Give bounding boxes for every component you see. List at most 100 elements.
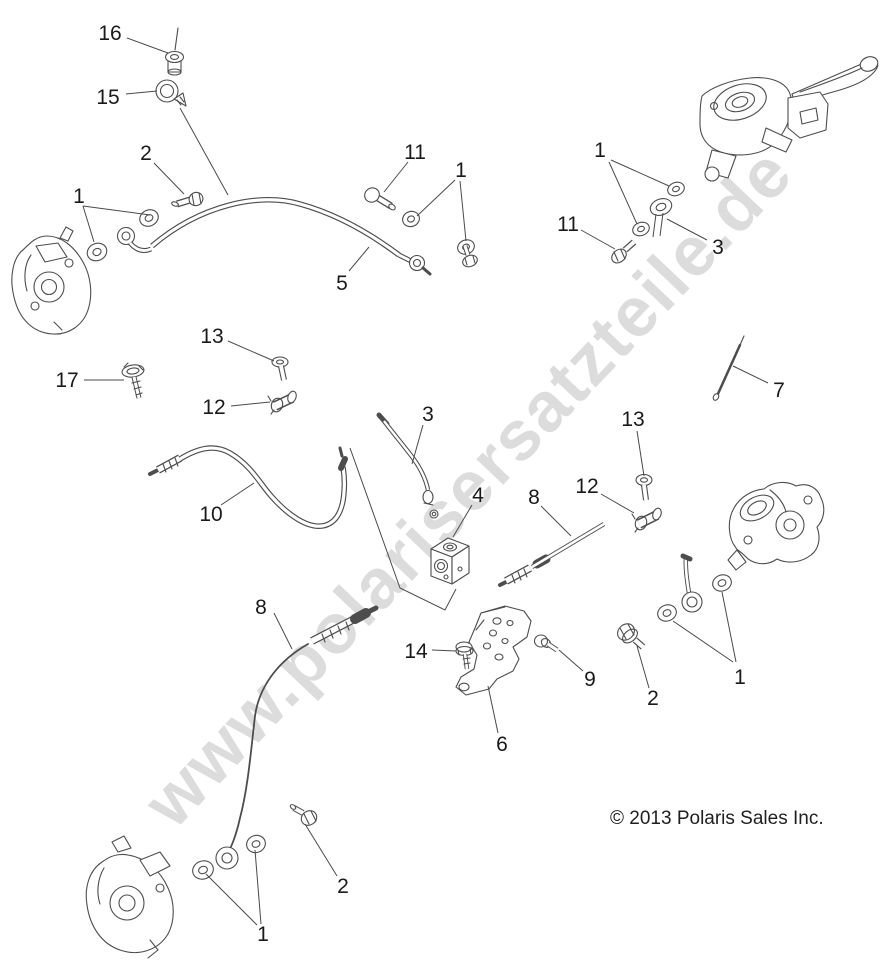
banjo-fitting-drawing [215, 846, 239, 870]
screw-13-drawing [635, 473, 653, 501]
leader-line-2 [153, 162, 185, 195]
leader-line-3 [411, 424, 424, 465]
callout-1: 1 [73, 185, 85, 208]
callout-1: 1 [455, 159, 467, 182]
mounting-bracket-6-drawing [455, 605, 532, 696]
leader-line-6 [487, 685, 499, 734]
leader-line-1 [610, 159, 670, 187]
callout-3: 3 [422, 403, 434, 426]
callout-1: 1 [594, 139, 606, 162]
callout-13: 13 [200, 325, 223, 348]
callout-1: 1 [257, 923, 269, 946]
callout-12: 12 [575, 475, 598, 498]
callout-11: 11 [557, 213, 579, 236]
callout-13: 13 [621, 408, 644, 431]
callout-14: 14 [404, 640, 428, 663]
bolt-14-drawing [455, 641, 474, 670]
callout-3: 3 [712, 236, 724, 259]
washer-drawing [657, 574, 732, 622]
copyright-text: © 2013 Polaris Sales Inc. [610, 808, 824, 829]
leader-line-16 [126, 37, 169, 54]
callout-1: 1 [734, 666, 746, 689]
leader-line-1 [608, 161, 638, 225]
callout-2: 2 [647, 687, 659, 710]
leader-line-1 [254, 849, 262, 925]
pin-7-drawing [712, 335, 745, 401]
leader-line-11 [580, 229, 616, 250]
leader-line-2 [636, 645, 650, 689]
washer-drawing [192, 834, 266, 880]
hose-clamp-15-drawing [155, 79, 187, 107]
banjo-fitting-drawing [680, 553, 703, 613]
leader-line-1 [459, 180, 467, 242]
callout-5: 5 [336, 272, 348, 295]
leader-line-9 [558, 649, 584, 672]
banjo-bolt-drawing [171, 191, 204, 208]
leader-line-14 [431, 649, 457, 652]
leader-line-1 [721, 591, 737, 663]
leader-line-5 [348, 246, 370, 272]
callout-17: 17 [55, 369, 78, 392]
callout-16: 16 [98, 22, 121, 45]
leader-line-1 [205, 873, 258, 926]
brake-line-5-drawing [116, 196, 432, 276]
leader-line-11 [383, 161, 409, 193]
callout-12: 12 [202, 396, 225, 419]
leader-line-3 [666, 218, 708, 241]
leader-line-8 [273, 612, 293, 650]
screw-13-drawing [271, 356, 289, 381]
leader-line-extra [349, 447, 457, 611]
callout-2: 2 [140, 142, 152, 165]
leader-line-2 [304, 823, 338, 877]
callout-9: 9 [584, 668, 596, 691]
bolt-2-drawing [289, 804, 318, 826]
rivet-16-drawing [164, 27, 185, 76]
leader-line-12 [600, 493, 635, 514]
callout-10: 10 [199, 503, 222, 526]
front-caliper-drawing [11, 226, 92, 335]
bolt-11-drawing [364, 187, 396, 211]
callout-15: 15 [96, 86, 119, 109]
washer-drawing [632, 181, 685, 237]
brake-pipe-8-lower-drawing [227, 605, 379, 853]
leader-line-1 [82, 205, 151, 216]
leader-line-13 [636, 430, 645, 477]
elbow-fitting-12-drawing [267, 390, 297, 415]
leader-line-12 [230, 401, 271, 407]
callout-7: 7 [773, 379, 785, 402]
callout-8: 8 [255, 596, 267, 619]
bolt-11-drawing [611, 239, 637, 264]
clip-screw-17-drawing [121, 362, 145, 399]
leader-line-extra [659, 212, 664, 237]
leader-line-extra [179, 107, 229, 196]
bolt-2-drawing [617, 623, 646, 650]
leader-line-15 [125, 90, 158, 95]
rear-caliper-drawing [85, 835, 174, 959]
leader-line-10 [220, 482, 255, 506]
washer-drawing [86, 209, 159, 262]
callout-11: 11 [404, 141, 426, 164]
leader-line-8 [540, 505, 572, 537]
callout-6: 6 [496, 733, 508, 756]
master-cylinder-drawing [699, 56, 879, 182]
callout-2: 2 [337, 875, 349, 898]
leader-line-1 [672, 620, 734, 663]
callout-4: 4 [472, 484, 484, 507]
brake-pipe-3-drawing [376, 412, 439, 519]
brake-line-10-drawing [148, 445, 348, 529]
brake-pipe-8-drawing [498, 522, 606, 587]
rear-gearcase-drawing [727, 481, 825, 571]
screw-9-drawing [533, 634, 559, 653]
elbow-fitting-12-drawing [631, 507, 662, 533]
leader-line-13 [227, 340, 275, 362]
leader-line-1 [82, 205, 95, 243]
leader-line-4 [452, 504, 473, 538]
leader-line-1 [416, 179, 456, 217]
junction-block-4-drawing [430, 537, 470, 585]
leader-line-extra [652, 213, 657, 238]
callout-8: 8 [528, 486, 540, 509]
leader-line-7 [732, 365, 769, 384]
